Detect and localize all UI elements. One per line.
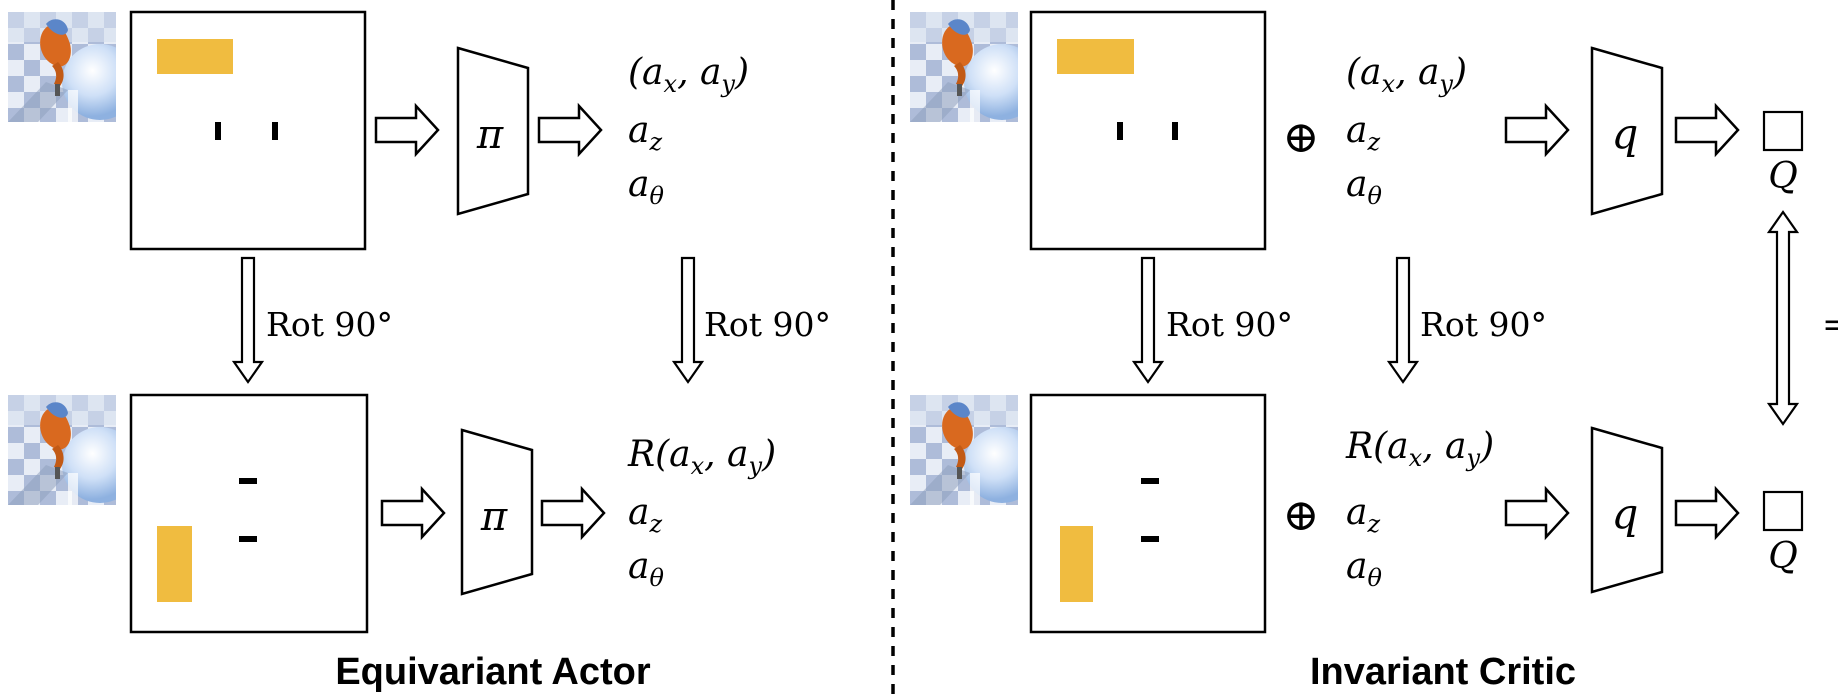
action-xy-top-left: (ax, ay) [628,52,749,98]
rotation-arrow-obs-right [1132,256,1164,384]
panel-title-left: Equivariant Actor [335,651,651,693]
concat-symbol-bottom: ⊕ [1283,490,1320,541]
action-z-bottom-left: az [628,492,662,538]
arrow-pi-to-actions-bottom [540,487,606,539]
action-z-bottom-right: az [1346,492,1380,538]
action-theta-bottom-left: aθ [628,546,664,592]
object-block-top-left [157,39,233,74]
action-theta-top-right: aθ [1346,164,1382,210]
gripper-finger-top-r [1141,478,1159,484]
action-theta-top-left: aθ [628,164,664,210]
equality-symbol: = [1822,305,1838,345]
rotation-arrow-action-left [672,256,704,384]
action-rxy-bottom-left: R(ax, ay) [627,434,776,480]
robot-thumbnail-top-left [8,12,138,122]
q-output-box-bottom [1762,490,1804,532]
arrow-pi-to-actions-top [537,104,603,156]
rotation-arrow-action-right [1387,256,1419,384]
concat-symbol-top: ⊕ [1283,112,1320,163]
gripper-finger-right [272,122,278,140]
critic-network-top [1590,46,1664,216]
q-output-label-bottom: Q [1768,536,1798,577]
actor-network-top [456,46,530,216]
gripper-finger-top [239,478,257,484]
left-panel: π (ax, ay) az aθ Rot 90° Rot 90° π R(ax,… [8,10,831,693]
rotation-label-action-right: Rot 90° [1420,305,1547,344]
arrow-obs-to-pi-bottom [380,487,446,539]
q-output-label-top: Q [1768,156,1798,197]
rotation-label-obs-right: Rot 90° [1166,305,1293,344]
equality-double-arrow [1766,210,1800,426]
object-block-top-right [1057,39,1134,74]
arrow-to-q-bottom [1504,487,1570,539]
pi-symbol-top: π [476,112,504,158]
robot-thumbnail-bottom-left [8,395,138,505]
arrow-obs-to-pi-top [374,104,440,156]
actions-top-left: (ax, ay) az aθ [628,52,749,210]
rotation-arrow-obs-left [232,256,264,384]
rotation-label-action-left: Rot 90° [704,305,831,344]
actor-network-bottom [460,428,534,596]
pi-symbol-bottom: π [480,494,508,540]
q-output-box-top [1762,110,1804,152]
robot-thumbnail-top-right [910,12,1040,122]
actions-top-right: (ax, ay) az aθ [1346,52,1467,210]
gripper-finger-left-r [1117,122,1123,140]
arrow-q-to-output-top [1674,104,1740,156]
arrow-to-q-top [1504,104,1570,156]
panel-title-right: Invariant Critic [1310,651,1576,693]
action-z-top-right: az [1346,110,1380,156]
gripper-finger-right-r [1172,122,1178,140]
object-block-bottom-left [157,526,192,602]
q-symbol-top: q [1612,109,1639,158]
right-panel: ⊕ (ax, ay) az aθ q Q Rot 90° Rot 90° = ⊕… [910,10,1838,693]
gripper-finger-bottom-r [1141,536,1159,542]
actions-bottom-left: R(ax, ay) az aθ [627,434,776,592]
critic-network-bottom [1590,426,1664,594]
q-symbol-bottom: q [1612,489,1639,538]
action-rxy-bottom-right: R(ax, ay) [1345,426,1494,472]
actions-bottom-right: R(ax, ay) az aθ [1345,426,1494,592]
arrow-q-to-output-bottom [1674,487,1740,539]
object-block-bottom-right [1060,526,1093,602]
action-z-top-left: az [628,110,662,156]
robot-thumbnail-bottom-right [910,395,1040,505]
rotation-label-obs-left: Rot 90° [266,305,393,344]
action-xy-top-right: (ax, ay) [1346,52,1467,98]
gripper-finger-left [215,122,221,140]
gripper-finger-bottom [239,536,257,542]
action-theta-bottom-right: aθ [1346,546,1382,592]
